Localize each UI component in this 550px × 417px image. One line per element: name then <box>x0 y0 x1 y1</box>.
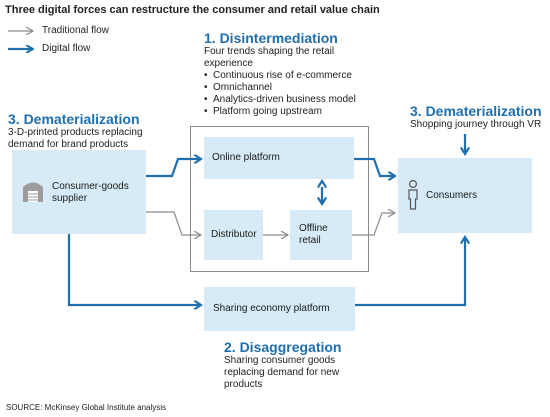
source-note: SOURCE: McKinsey Global Institute analys… <box>6 403 167 412</box>
trend-item: Omnichannel <box>204 82 356 94</box>
disintermediation-heading: 1. Disintermediation <box>204 30 338 46</box>
dematerialization-left-heading: 3. Dematerialization <box>8 111 140 127</box>
trend-item: Platform going upstream <box>204 106 356 118</box>
retail-channel-frame <box>190 126 369 272</box>
consumer-goods-supplier-box: Consumer-goods supplier <box>12 150 146 234</box>
dematerialization-right-text: Shopping journey through VR <box>410 119 542 130</box>
offline-to-consumers-arrow <box>352 213 394 236</box>
legend-arrows <box>8 22 46 62</box>
legend: Traditional flow Digital flow <box>6 22 156 62</box>
supplier-to-distributor-arrow <box>146 211 200 235</box>
trend-item: Continuous rise of e-commerce <box>204 70 356 82</box>
legend-traditional-label: Traditional flow <box>42 25 109 36</box>
disintermediation-intro: Four trends shaping the retail experienc… <box>204 46 335 69</box>
distributor-label: Distributor <box>211 229 257 240</box>
person-icon <box>406 179 420 210</box>
diagram-title: Three digital forces can restructure the… <box>5 4 380 16</box>
offline-retail-box: Offline retail <box>290 210 352 260</box>
online-platform-label: Online platform <box>212 152 280 163</box>
disaggregation-heading: 2. Disaggregation <box>224 339 342 355</box>
disintermediation-trend-list: Continuous rise of e-commerce Omnichanne… <box>204 70 356 118</box>
disaggregation-text: Sharing consumer goods replacing demand … <box>224 355 340 390</box>
supplier-label: Consumer-goods supplier <box>52 181 129 204</box>
online-platform-box: Online platform <box>204 137 354 179</box>
dematerialization-left-text: 3-D-printed products replacing demand fo… <box>8 127 143 150</box>
supplier-to-online-arrow <box>146 159 200 178</box>
sharing-platform-label: Sharing economy platform <box>213 303 330 314</box>
consumers-box: Consumers <box>398 158 532 233</box>
legend-digital-label: Digital flow <box>42 43 91 54</box>
sharing-to-consumers-arrow <box>355 238 465 307</box>
trend-item: Analytics-driven business model <box>204 94 356 106</box>
offline-retail-label: Offline retail <box>299 223 328 246</box>
dematerialization-right-heading: 3. Dematerialization <box>410 103 542 119</box>
online-to-consumers-arrow <box>354 157 394 176</box>
warehouse-icon <box>22 179 44 203</box>
distributor-box: Distributor <box>204 210 263 260</box>
supplier-to-sharing-arrow <box>67 234 200 305</box>
consumers-label: Consumers <box>426 190 478 201</box>
sharing-economy-platform-box: Sharing economy platform <box>204 287 355 331</box>
